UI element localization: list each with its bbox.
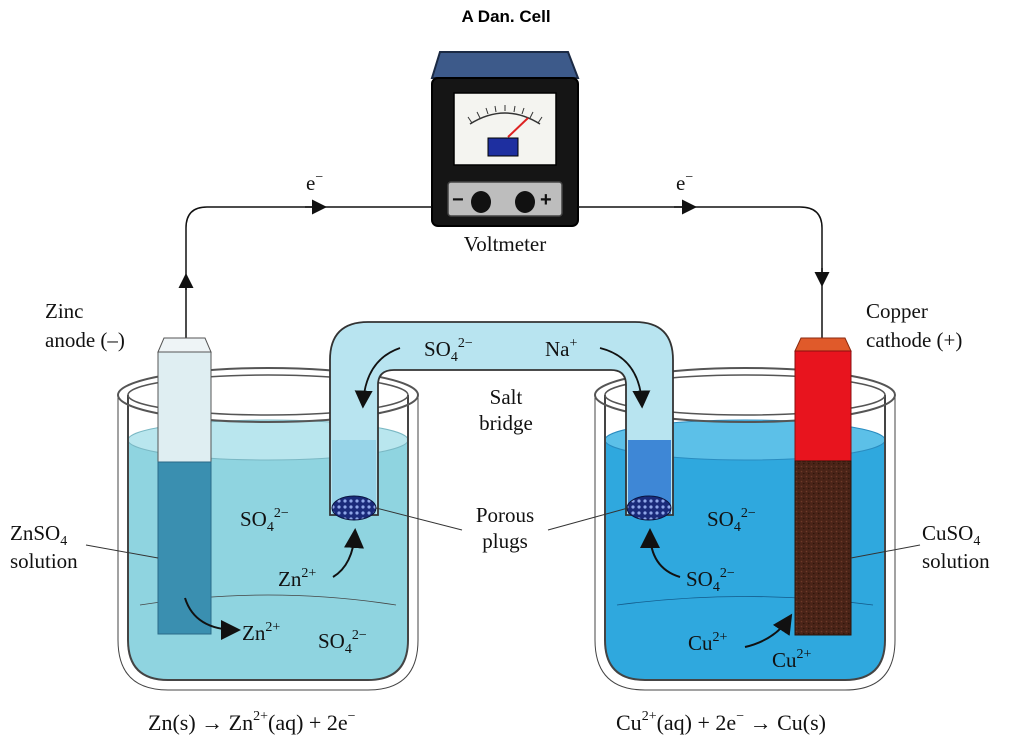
cathode-label: cathode (+): [866, 328, 962, 352]
minus-terminal-label: −: [452, 189, 464, 211]
left-zinc-ion-upper: Zn2+: [278, 566, 316, 591]
cathode-half-reaction: Cu2+(aq) + 2e− → Cu(s): [616, 709, 826, 735]
salt-bridge: [329, 321, 674, 521]
zinc-label: Zinc: [45, 299, 83, 323]
anode-label: anode (–): [45, 328, 125, 352]
right-copper-ion-left: Cu2+: [688, 630, 728, 655]
electron-left-label: e−: [306, 170, 323, 195]
sulfate-to-plug-arrow: [640, 528, 681, 578]
znso4-leader-line: [85, 544, 159, 559]
voltmeter-label: Voltmeter: [464, 232, 546, 256]
right-sulfate-ion-middle: SO42−: [686, 566, 735, 595]
porous-label: Porous: [476, 503, 534, 527]
wire-left: [185, 206, 432, 338]
sulfate-bridge-arrow: [354, 347, 401, 409]
zinc-anode: [157, 337, 212, 635]
bridge-label: bridge: [479, 411, 533, 435]
plus-terminal-label: +: [540, 189, 552, 211]
sodium-bridge-arrow: [599, 347, 651, 409]
anode-half-reaction: Zn(s) → Zn2+(aq) + 2e−: [148, 709, 356, 735]
znso4-solution-label: solution: [10, 549, 78, 573]
znso4-label: ZnSO4: [10, 521, 67, 549]
porous-plug-left: [331, 495, 377, 521]
right-sulfate-ion-top: SO42−: [707, 506, 756, 535]
porous-plug-right: [626, 495, 672, 521]
copper-cathode: [794, 337, 852, 636]
bridge-sodium-ion: Na+: [545, 336, 578, 361]
cuso4-label: CuSO4: [922, 521, 980, 549]
plugs-label: plugs: [482, 529, 528, 553]
diagram-title: A Dan. Cell: [461, 7, 550, 26]
bridge-sulfate-ion: SO42−: [424, 336, 473, 365]
electron-right-label: e−: [676, 170, 693, 195]
zinc-dissolve-arrow: [184, 597, 241, 640]
copper-deposit-arrow: [744, 613, 793, 648]
wire-right: [578, 206, 823, 338]
cuso4-leader-line: [850, 544, 921, 559]
left-zinc-ion-lower: Zn2+: [242, 620, 280, 645]
porous-left-leader: [375, 507, 463, 531]
cuso4-solution-label: solution: [922, 549, 990, 573]
voltmeter-needle: [507, 117, 529, 138]
negative-terminal: [471, 191, 491, 213]
zinc-to-plug-arrow: [332, 528, 365, 578]
copper-label: Copper: [866, 299, 928, 323]
porous-right-leader: [547, 507, 629, 531]
salt-label: Salt: [490, 385, 523, 409]
left-sulfate-ion-bottom: SO42−: [318, 628, 367, 657]
positive-terminal: [515, 191, 535, 213]
right-copper-ion-bottom: Cu2+: [772, 647, 812, 672]
voltmeter: − + Voltmeter: [430, 51, 580, 256]
left-sulfate-ion-top: SO42−: [240, 506, 289, 535]
